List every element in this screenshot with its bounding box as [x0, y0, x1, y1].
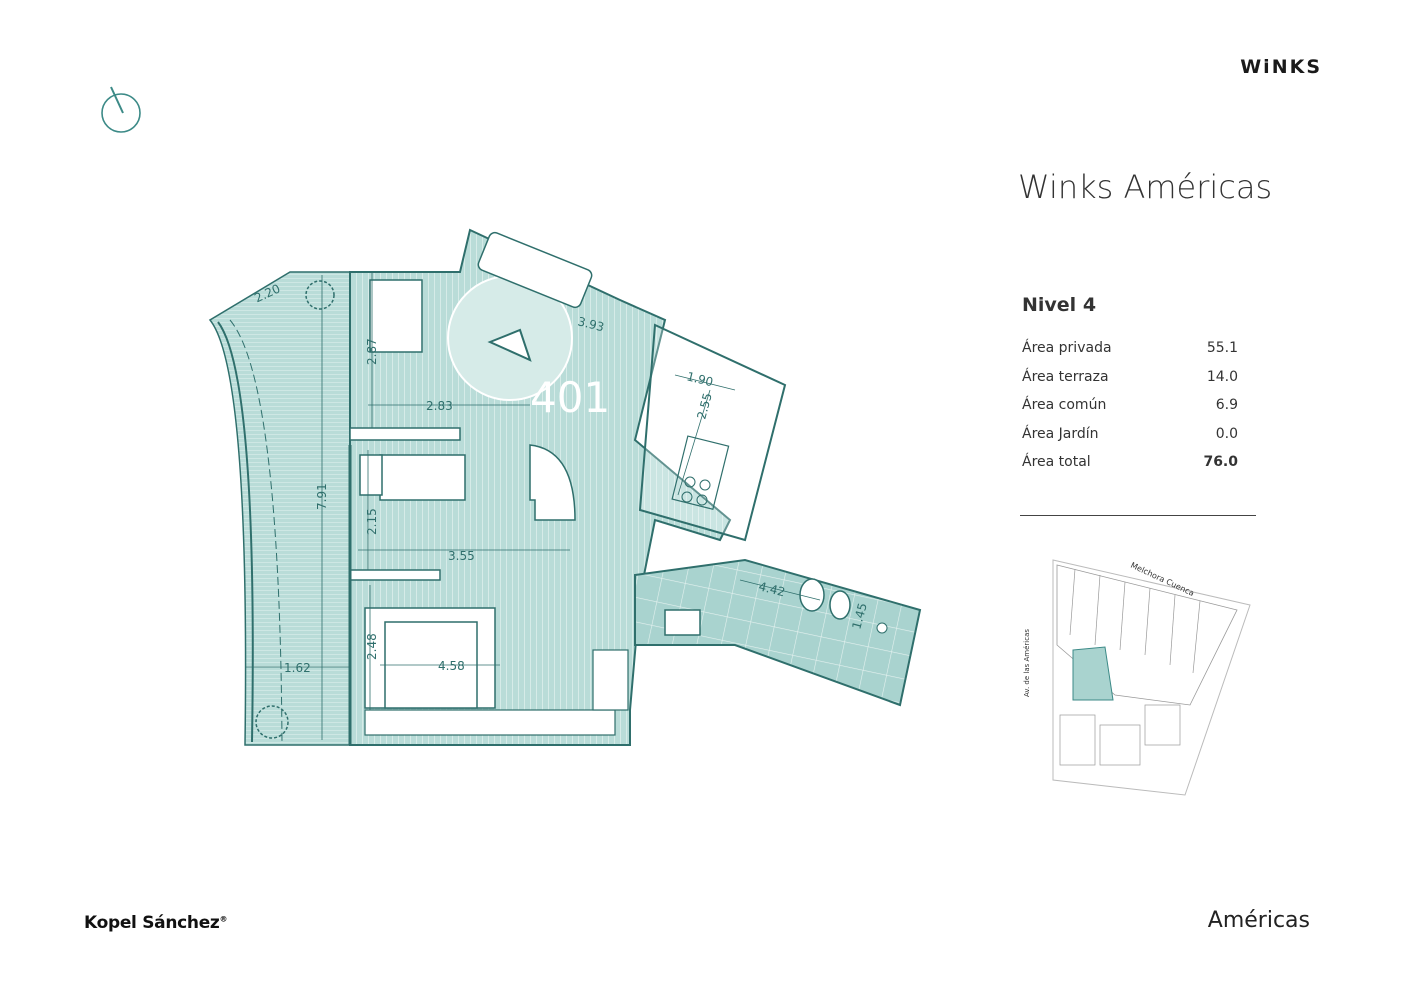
area-value: 14.0 [1206, 368, 1238, 385]
dimension-label: 3.55 [448, 549, 475, 563]
dimension-label: 7.91 [315, 483, 329, 510]
area-label: Área terraza [1022, 368, 1109, 385]
area-value: 6.9 [1215, 397, 1238, 413]
area-row: Área Jardín 0.0 [1022, 426, 1238, 455]
dimension-label: 2.87 [365, 338, 379, 365]
architect-mark: ® [219, 914, 228, 924]
area-table: Área privada 55.1 Área terraza 14.0 Área… [1022, 340, 1238, 483]
dimension-label: 4.42 [757, 579, 786, 599]
area-value: 55.1 [1206, 340, 1238, 356]
site-map: Melchora Cuenca Av. de las Américas [1023, 559, 1251, 796]
area-label: Área Jardín [1022, 425, 1099, 442]
area-value: 0.0 [1215, 425, 1238, 442]
north-arrow-icon [101, 86, 141, 133]
area-row: Área terraza 14.0 [1022, 369, 1238, 398]
area-row: Área privada 55.1 [1022, 340, 1238, 369]
dimension-label: 2.55 [694, 391, 714, 420]
dimension-label: 4.58 [438, 659, 465, 673]
dimension-label: 3.93 [576, 314, 605, 334]
floor-plan: 2.20 2.87 2.83 3.93 1.90 2.55 7.91 2.15 … [208, 228, 922, 746]
project-title: Winks Américas [1018, 168, 1273, 206]
project-footer-name: Américas [1207, 908, 1310, 933]
terrace-area [208, 271, 351, 746]
area-label: Área privada [1022, 340, 1112, 356]
dimension-label: 2.48 [365, 633, 379, 660]
area-value: 76.0 [1203, 454, 1238, 470]
dimension-label: 1.62 [284, 661, 311, 675]
area-label: Área total [1022, 454, 1091, 470]
dimension-label: 2.83 [426, 399, 453, 413]
dimension-label: 1.45 [849, 601, 869, 630]
divider [1020, 515, 1256, 516]
level-label: Nivel 4 [1022, 294, 1097, 316]
dimension-label: 2.15 [365, 508, 379, 535]
area-row-total: Área total 76.0 [1022, 454, 1238, 483]
architect-name: Kopel Sánchez [84, 913, 220, 933]
bathroom-area [634, 558, 922, 707]
unit-highlight [1072, 646, 1114, 701]
street-label-left: Av. de las Américas [1023, 629, 1031, 697]
area-label: Área común [1022, 397, 1107, 413]
dimension-label: 1.90 [685, 369, 714, 389]
architect-logo: Kopel Sánchez® [84, 913, 228, 933]
unit-number: 401 [530, 373, 610, 422]
brand-logo: WiNKS [1240, 56, 1322, 78]
area-row: Área común 6.9 [1022, 397, 1238, 426]
